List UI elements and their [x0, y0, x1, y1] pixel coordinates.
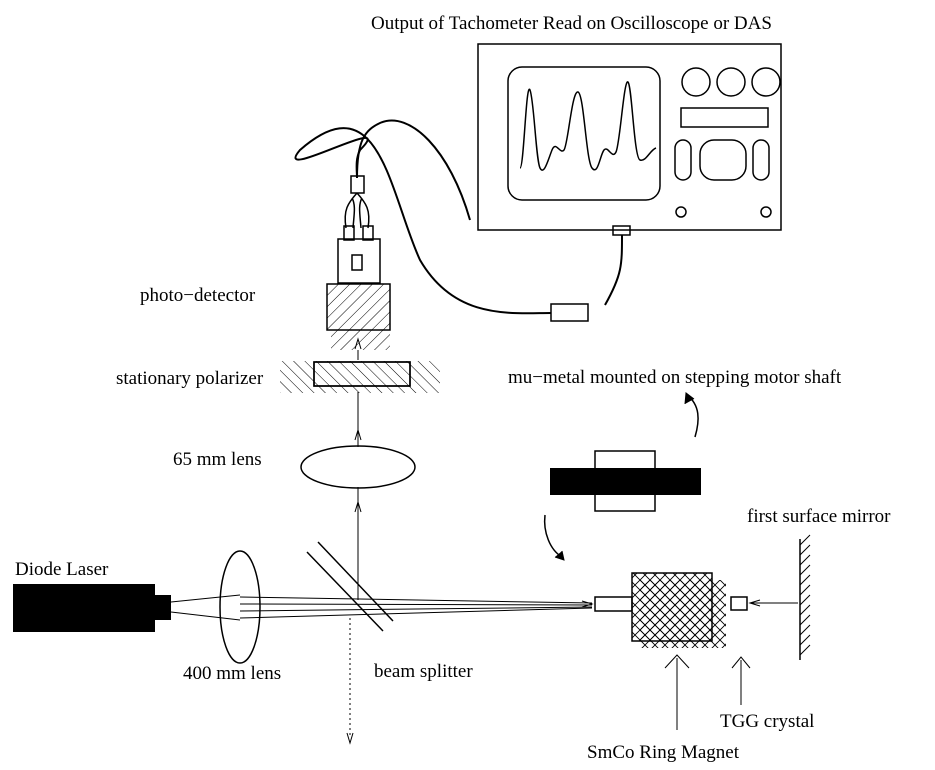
- knob-icon: [751, 67, 781, 97]
- transmitted-beam-dotted: [346, 618, 354, 745]
- oscilloscope-port-icon: [675, 206, 687, 218]
- oscilloscope-button: [752, 139, 770, 181]
- oscilloscope-waveform: [519, 81, 657, 171]
- arrow-icon: [354, 337, 362, 350]
- oscilloscope-label: Output of Tachometer Read on Oscilloscop…: [371, 13, 772, 34]
- detector-mount: [331, 330, 390, 350]
- faraday-rotator: [594, 572, 748, 648]
- detector-cable: [356, 119, 471, 221]
- laser-beam: [170, 594, 594, 621]
- oscilloscope-button: [699, 139, 747, 181]
- oscilloscope-button: [674, 139, 692, 181]
- stationary-polarizer-label: stationary polarizer: [116, 368, 264, 389]
- first-surface-mirror-label: first surface mirror: [747, 506, 891, 527]
- knob-icon: [681, 67, 711, 97]
- laser-body: [13, 584, 155, 632]
- laser-aperture: [153, 595, 171, 620]
- tgg-crystal-label: TGG crystal: [720, 711, 814, 732]
- rotation-arrow-icon: [543, 514, 563, 558]
- oscilloscope: [477, 43, 782, 236]
- photo-detector: [326, 175, 391, 350]
- beam-splitter: [306, 541, 394, 632]
- arrow-icon: [354, 428, 362, 441]
- tgg-pointer: [731, 656, 751, 705]
- mu-metal-label: mu−metal mounted on stepping motor shaft: [508, 367, 842, 388]
- lens-65mm: [300, 445, 416, 489]
- arrow-icon: [581, 600, 594, 608]
- smco-pointer: [664, 654, 690, 730]
- lens-400mm-label: 400 mm lens: [183, 663, 281, 684]
- first-surface-mirror: [799, 534, 811, 660]
- tgg-crystal-left: [594, 596, 633, 612]
- stationary-polarizer: [280, 361, 440, 393]
- arrow-icon: [346, 732, 354, 745]
- smco-magnet-shadow: [640, 580, 726, 648]
- beam-splitter-label: beam splitter: [374, 661, 473, 682]
- beam-to-detector: [354, 337, 362, 600]
- oscilloscope-display-slot: [680, 107, 769, 128]
- smco-magnet-label: SmCo Ring Magnet: [587, 742, 740, 763]
- arrow-icon: [354, 500, 362, 513]
- knob-icon: [716, 67, 746, 97]
- tgg-crystal-right: [730, 596, 748, 611]
- arrow-icon: [748, 599, 761, 607]
- lens-400mm: [219, 550, 261, 664]
- return-beam: [748, 599, 798, 607]
- cable-connector: [550, 303, 589, 322]
- diode-laser-label: Diode Laser: [15, 559, 109, 580]
- detector-housing: [326, 283, 391, 331]
- mu-metal-bar: [550, 468, 701, 495]
- detector-plug: [350, 175, 365, 194]
- photo-detector-label: photo−detector: [140, 285, 256, 306]
- mu-metal-assembly: [543, 392, 701, 561]
- detector-window: [351, 254, 363, 271]
- detector-pin: [362, 225, 374, 241]
- detector-head: [337, 238, 381, 284]
- oscilloscope-port-icon: [760, 206, 772, 218]
- diode-laser: [13, 584, 171, 632]
- oscilloscope-screen: [507, 66, 661, 201]
- detector-pin: [343, 225, 355, 241]
- lens-65mm-label: 65 mm lens: [173, 449, 262, 470]
